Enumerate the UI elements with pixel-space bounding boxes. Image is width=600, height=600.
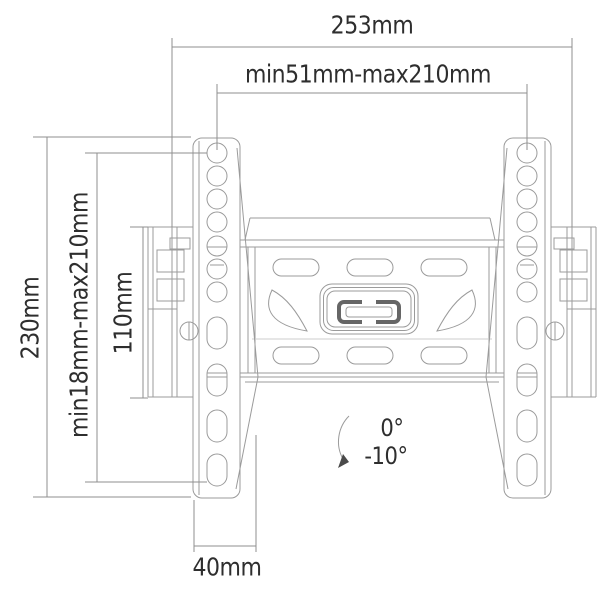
right-bracket-holes <box>516 142 538 487</box>
right-tv-bracket <box>485 137 552 499</box>
dimension-bottom-depth <box>193 435 257 552</box>
wall-plate <box>240 217 504 383</box>
tilt-lower-angle-label: -10° <box>364 442 408 470</box>
right-knob-top-block <box>553 237 575 250</box>
left-tilt-arm <box>147 226 199 398</box>
left-knob-top-block <box>169 237 191 250</box>
dimension-overall-width <box>171 38 573 227</box>
bottom-depth-label: 40mm <box>192 552 262 582</box>
dimension-hole-width-range <box>216 84 528 150</box>
hole-height-range-label: min18mm-max210mm <box>64 191 94 439</box>
overall-height-label: 230mm <box>15 276 45 360</box>
left-leaf-cutout <box>268 289 308 332</box>
right-leaf-cutout <box>436 289 476 332</box>
arrowhead <box>338 454 349 468</box>
overall-width-label: 253mm <box>330 10 414 40</box>
hole-width-range-label: min51mm-max210mm <box>244 59 492 89</box>
dimension-overall-height <box>33 136 191 498</box>
left-bracket-holes <box>206 142 228 487</box>
dimension-hole-height-range <box>85 152 207 483</box>
center-lock-buckle <box>319 283 419 335</box>
left-knob-lower-block <box>156 278 185 302</box>
tilt-rotation-arrow <box>337 415 350 468</box>
arm-height-label: 110mm <box>108 271 138 355</box>
left-knob-upper-block <box>156 249 185 273</box>
right-tilt-arm <box>545 226 597 398</box>
dimension-arm-height <box>130 226 148 399</box>
right-knob-upper-block <box>559 249 588 273</box>
right-knob-lower-block <box>559 278 588 302</box>
tilt-upper-angle-label: 0° <box>380 414 404 442</box>
wall-plate-slots <box>272 258 468 365</box>
right-bracket-gusset <box>485 147 509 490</box>
left-bracket-gusset <box>235 147 259 490</box>
